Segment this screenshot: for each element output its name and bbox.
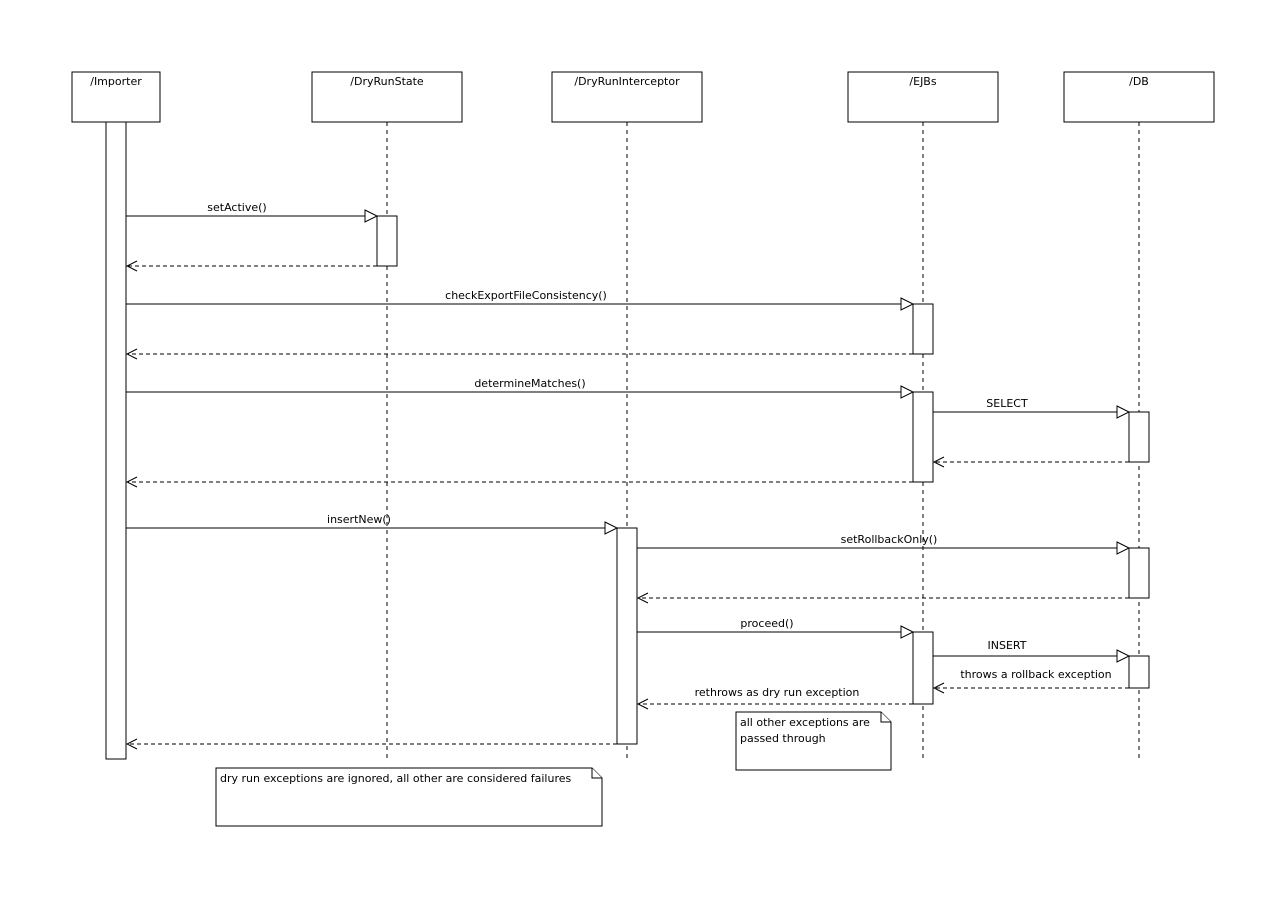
participant-dryrunstate-label: /DryRunState (350, 75, 424, 88)
message-insert-label: INSERT (988, 639, 1027, 652)
message-determine-matches-label: determineMatches() (474, 377, 585, 390)
activation-ejbs-check (912, 303, 934, 355)
return-rethrows-label: rethrows as dry run exception (695, 686, 860, 699)
participant-interceptor-label: /DryRunInterceptor (574, 75, 680, 88)
message-insert: INSERT (933, 639, 1131, 663)
participant-ejbs: /EJBs (847, 71, 999, 123)
activation-dryrunstate (376, 215, 398, 267)
message-check-export: checkExportFileConsistency() (126, 289, 915, 311)
activation-db-rollback (1128, 547, 1150, 599)
activation-ejbs-proceed (912, 631, 934, 705)
message-proceed-label: proceed() (740, 617, 793, 630)
message-set-rollback-label: setRollbackOnly() (841, 533, 938, 546)
return-set-active (125, 260, 377, 272)
return-rethrows: rethrows as dry run exception (636, 686, 913, 710)
return-determine-matches (125, 476, 913, 488)
note-ignored-line-1: dry run exceptions are ignored, all othe… (220, 772, 572, 785)
return-throws-rollback-label: throws a rollback exception (960, 668, 1111, 681)
note-ignored: dry run exceptions are ignored, all othe… (215, 767, 603, 827)
activation-importer (105, 121, 127, 760)
message-set-active: setActive() (126, 201, 379, 223)
note-passed-through-line-2: passed through (740, 732, 826, 745)
activation-interceptor (616, 527, 638, 745)
activation-db-insert (1128, 655, 1150, 689)
participant-importer-label: /Importer (90, 75, 142, 88)
message-check-export-label: checkExportFileConsistency() (445, 289, 607, 302)
message-set-rollback: setRollbackOnly() (637, 533, 1131, 555)
message-set-active-label: setActive() (207, 201, 266, 214)
participant-ejbs-label: /EJBs (909, 75, 936, 88)
note-passed-through-line-1: all other exceptions are (740, 716, 870, 729)
participant-importer: /Importer (71, 71, 161, 123)
message-proceed: proceed() (637, 617, 915, 639)
return-throws-rollback: throws a rollback exception (932, 668, 1129, 694)
return-insert-new (125, 738, 617, 750)
participant-db: /DB (1063, 71, 1215, 123)
participant-interceptor: /DryRunInterceptor (551, 71, 703, 123)
message-insert-new-label: insertNew() (327, 513, 391, 526)
activation-ejbs-determine (912, 391, 934, 483)
message-determine-matches: determineMatches() (126, 377, 915, 399)
message-select: SELECT (933, 397, 1131, 419)
return-set-rollback (636, 592, 1129, 604)
message-select-label: SELECT (986, 397, 1028, 410)
message-insert-new: insertNew() (126, 513, 619, 535)
activation-db-select (1128, 411, 1150, 463)
note-passed-through: all other exceptions are passed through (735, 711, 892, 771)
participant-dryrunstate: /DryRunState (311, 71, 463, 123)
return-select (932, 456, 1129, 468)
return-check-export (125, 348, 913, 360)
participant-db-label: /DB (1129, 75, 1149, 88)
